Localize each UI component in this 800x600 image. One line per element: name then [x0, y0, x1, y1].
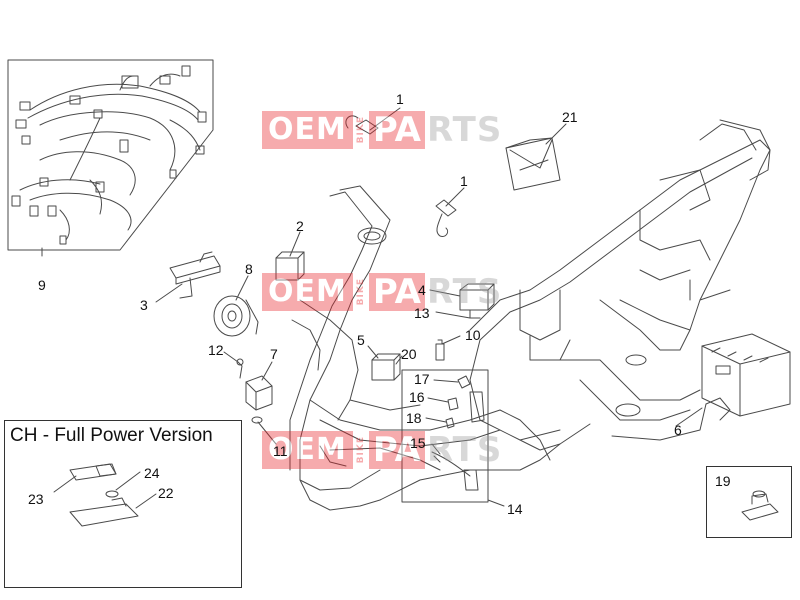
ch-full-power-title: CH - Full Power Version	[10, 425, 213, 446]
relay-5-drawing	[371, 353, 401, 381]
callout-12[interactable]: 12	[208, 342, 224, 358]
horn-drawing	[213, 295, 259, 337]
callout-11[interactable]: 11	[273, 443, 288, 459]
watermark-rts: RTS	[426, 272, 503, 312]
fuse-box-drawing	[401, 369, 489, 503]
watermark-oem: OEM	[262, 273, 353, 311]
callout-8[interactable]: 8	[245, 261, 253, 277]
callout-10[interactable]: 10	[465, 327, 481, 343]
watermark-oem: OEM	[262, 111, 353, 149]
relay-4-drawing	[459, 283, 495, 319]
wiring-harness-drawing	[7, 59, 214, 251]
watermark-rts: RTS	[426, 110, 503, 150]
bracket-drawing	[245, 375, 273, 424]
callout-7[interactable]: 7	[270, 346, 278, 362]
callout-4[interactable]: 4	[418, 282, 426, 298]
inset-19-drawing	[741, 490, 779, 521]
frame-drawing	[289, 119, 771, 511]
callout-1[interactable]: 1	[460, 173, 468, 189]
callout-6[interactable]: 6	[674, 422, 682, 438]
callout-24[interactable]: 24	[144, 465, 160, 481]
regulator-drawing	[169, 251, 221, 299]
toolkit-pouch-drawing	[505, 137, 561, 191]
callout-21[interactable]: 21	[562, 109, 578, 125]
callout-5[interactable]: 5	[357, 332, 365, 348]
callout-1[interactable]: 1	[396, 91, 404, 107]
watermark-pa: PA	[368, 431, 425, 469]
watermark-bike: BIKE	[355, 278, 366, 306]
ch-inset-drawing	[53, 463, 157, 527]
callout-17[interactable]: 17	[414, 371, 430, 387]
screw-drawing	[236, 358, 244, 379]
inset-part-19	[706, 466, 792, 538]
callout-19[interactable]: 19	[715, 473, 731, 489]
callout-20[interactable]: 20	[401, 346, 417, 362]
leader-lines	[41, 107, 703, 507]
callout-16[interactable]: 16	[409, 389, 425, 405]
watermark-rts: RTS	[426, 430, 503, 470]
fuse-holder-10-drawing	[435, 339, 445, 361]
watermark-oem: OEM	[262, 431, 353, 469]
watermark-bike: BIKE	[355, 436, 366, 464]
callout-2[interactable]: 2	[296, 218, 304, 234]
callout-23[interactable]: 23	[28, 491, 44, 507]
watermark-pa: PA	[368, 111, 425, 149]
ch-full-power-inset	[4, 420, 242, 588]
battery-drawing	[701, 333, 791, 417]
watermark-bike: BIKE	[355, 116, 366, 144]
callout-15[interactable]: 15	[410, 435, 426, 451]
watermark-pa: PA	[368, 273, 425, 311]
callout-22[interactable]: 22	[158, 485, 174, 501]
callout-14[interactable]: 14	[507, 501, 523, 517]
callout-18[interactable]: 18	[406, 410, 422, 426]
callout-13[interactable]: 13	[414, 305, 430, 321]
callout-3[interactable]: 3	[140, 297, 148, 313]
relay-2-drawing	[275, 251, 305, 281]
callout-9[interactable]: 9	[38, 277, 46, 293]
plug-cap-drawings	[345, 115, 457, 237]
